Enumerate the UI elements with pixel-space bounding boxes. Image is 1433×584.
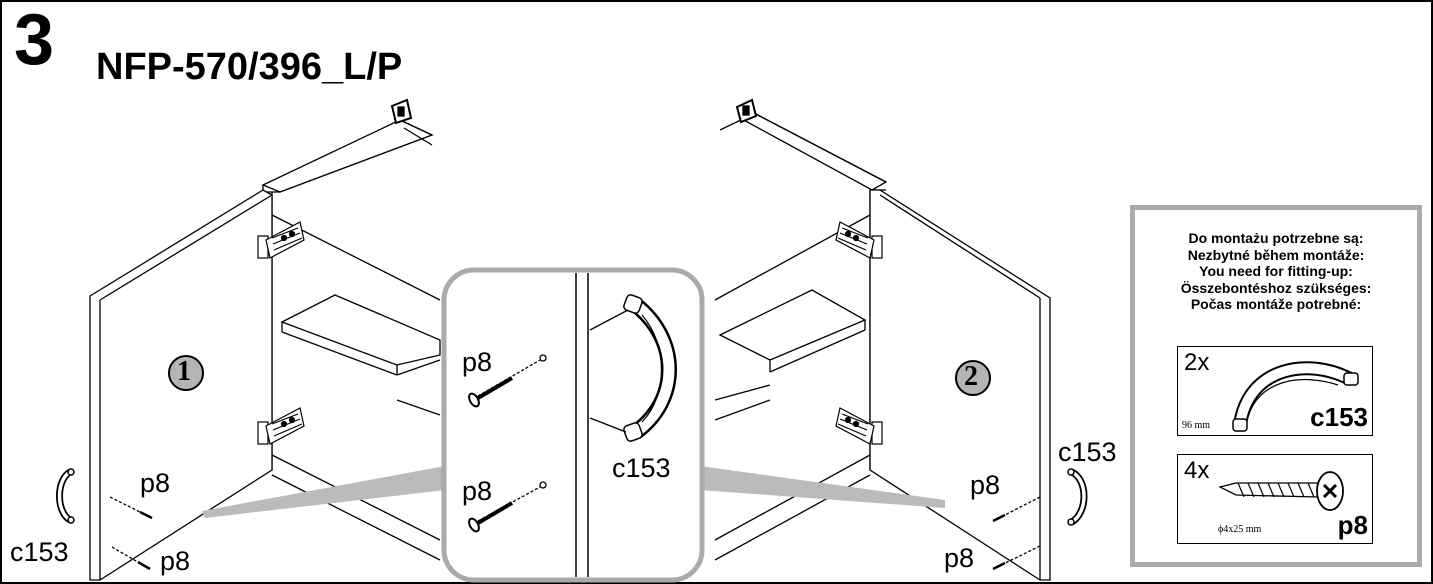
- door-1-badge: [168, 355, 204, 391]
- detail-handle: [589, 294, 677, 442]
- detail-label-screw-bottom: p8: [462, 476, 493, 506]
- label-screw-left-bottom: p8: [160, 546, 191, 576]
- parts-heading: Do montażu potrzebne są: Nezbytné během …: [1135, 230, 1417, 313]
- handle-code: c153: [1310, 402, 1368, 432]
- screw-icon: [1218, 471, 1344, 511]
- detail-screw-bottom: [468, 481, 547, 533]
- hinge-lower-right: [835, 407, 883, 445]
- detail-callout: [441, 267, 705, 583]
- label-screw-left-top: p8: [140, 468, 171, 498]
- model-code: NFP-570/396_L/P: [96, 46, 403, 88]
- heading-line-pl: Do montażu potrzebne są:: [1188, 230, 1364, 246]
- screw-quantity: 4x: [1184, 457, 1210, 484]
- step-number: 3: [14, 0, 55, 80]
- heading-line-hu: Összebontéshoz szükséges:: [1180, 279, 1372, 296]
- hinge-upper-left: [257, 221, 305, 259]
- left-cabinet: [56, 98, 445, 581]
- handle-right: [1067, 468, 1088, 526]
- part-card-screw: 4x ϕ4x25 mm p8: [1177, 454, 1373, 544]
- part-card-handle: 2x 96 mm c153: [1177, 346, 1373, 436]
- screw-dimension: ϕ4x25 mm: [1218, 524, 1262, 535]
- door-2-badge: [955, 360, 991, 396]
- hinge-lower-left: [257, 407, 305, 445]
- hinge-upper-right: [835, 221, 883, 259]
- detail-label-handle: c153: [612, 453, 671, 483]
- handle-icon: [1232, 361, 1359, 432]
- heading-line-en: You need for fitting-up:: [1199, 263, 1353, 279]
- right-cabinet: [700, 98, 1088, 581]
- door-number-1: 1: [177, 356, 191, 387]
- label-handle-right: c153: [1058, 437, 1117, 467]
- door-number-2: 2: [964, 361, 978, 392]
- label-screw-right-bottom: p8: [944, 543, 975, 573]
- handle-dimension: 96 mm: [1182, 420, 1211, 431]
- heading-line-cz: Nezbytné během montáže:: [1187, 246, 1365, 263]
- screw-code: p8: [1337, 510, 1368, 540]
- label-screw-right-top: p8: [970, 470, 1001, 500]
- detail-label-screw-top: p8: [462, 347, 493, 377]
- label-handle-left: c153: [10, 537, 69, 567]
- handle-quantity: 2x: [1184, 349, 1210, 376]
- handle-left: [56, 468, 75, 524]
- heading-line-sk: Počas montáže potrebné:: [1190, 296, 1362, 312]
- parts-list-box: Do montażu potrzebne są: Nezbytné během …: [1130, 205, 1422, 567]
- detail-screw-top: [468, 354, 547, 408]
